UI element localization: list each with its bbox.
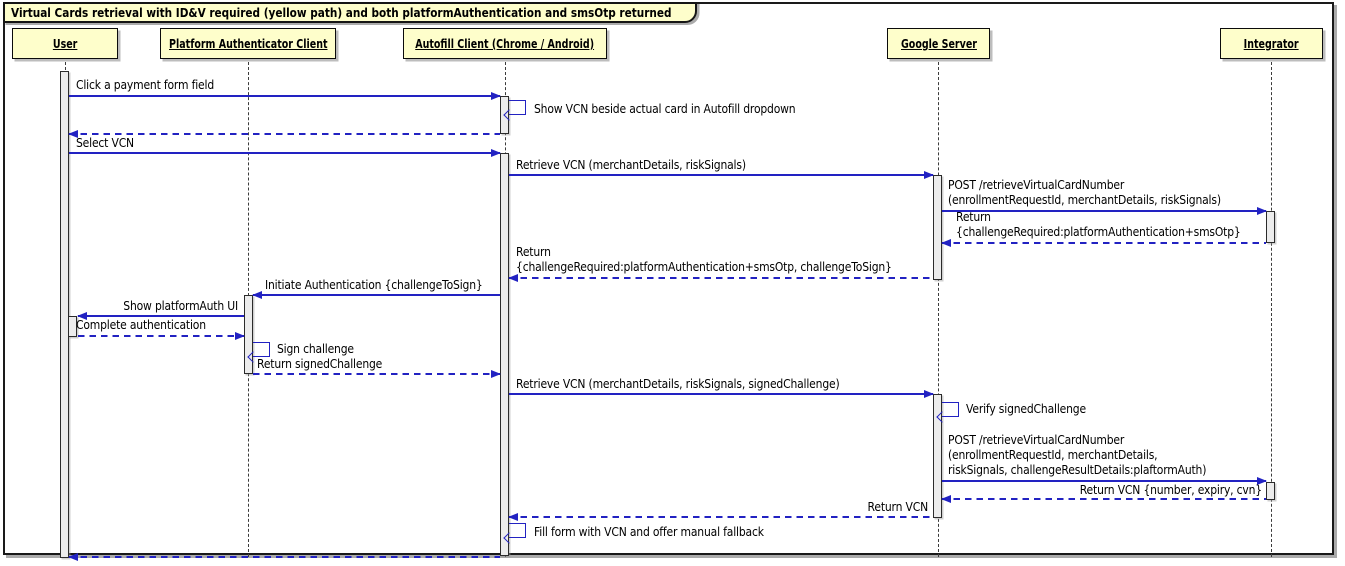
diagram-title-tab: Virtual Cards retrieval with ID&V requir…: [3, 2, 697, 23]
activation-integrator-2: [1266, 482, 1275, 500]
participant-integrator-label: Integrator: [1244, 36, 1299, 51]
arrowhead-icon: [1257, 206, 1267, 215]
self-arrow-sign-challenge-icon: [253, 342, 270, 357]
label-click-payment-field: Click a payment form field: [76, 78, 215, 92]
arrow-return-challenge-autofill: [508, 273, 933, 282]
arrow-retrieve-vcn-1: [509, 170, 934, 179]
arrowhead-icon: [252, 290, 262, 299]
label-return-challenge-integrator: Return {challengeRequired:platformAuthen…: [956, 210, 1241, 239]
label-retrieve-vcn-1: Retrieve VCN (merchantDetails, riskSigna…: [516, 158, 746, 172]
arrow-return-vcn-details: [941, 494, 1266, 503]
label-initiate-authentication: Initiate Authentication {challengeToSign…: [265, 278, 483, 292]
label-post-retrieve-1: POST /retrieveVirtualCardNumber (enrollm…: [948, 178, 1221, 207]
arrowhead-icon: [924, 170, 934, 179]
activation-google-2: [933, 394, 942, 518]
arrow-post-retrieve-2: [942, 476, 1267, 485]
label-sign-challenge: Sign challenge: [277, 342, 354, 356]
participant-google-server-label: Google Server: [900, 36, 977, 51]
arrowhead-icon: [491, 369, 501, 378]
participant-platform-authenticator-client: Platform Authenticator Client: [160, 28, 336, 59]
arrow-return-to-user-1: [68, 129, 500, 138]
participant-platform-authenticator-client-label: Platform Authenticator Client: [168, 36, 328, 51]
arrowhead-icon: [924, 389, 934, 398]
arrow-complete-authentication: [78, 331, 245, 340]
arrow-retrieve-vcn-2: [509, 389, 934, 398]
label-retrieve-vcn-2: Retrieve VCN (merchantDetails, riskSigna…: [516, 377, 840, 391]
label-return-vcn: Return VCN: [867, 500, 929, 514]
arrow-return-vcn: [508, 512, 933, 521]
label-select-vcn: Select VCN: [76, 136, 134, 150]
arrow-initiate-authentication: [252, 290, 500, 299]
label-return-challenge-autofill: Return {challengeRequired:platformAuthen…: [516, 245, 892, 274]
arrowhead-icon: [508, 273, 518, 282]
label-return-signed-challenge: Return signedChallenge: [257, 357, 383, 371]
self-arrow-fill-form-icon: [509, 523, 526, 538]
arrowhead-icon: [491, 148, 501, 157]
arrowhead-icon: [491, 91, 501, 100]
activation-google-1: [933, 175, 942, 280]
arrow-return-signed-challenge: [253, 369, 501, 378]
activation-user-nested: [68, 316, 77, 337]
label-verify-signed-challenge: Verify signedChallenge: [966, 402, 1086, 416]
participant-user: User: [12, 28, 118, 59]
label-return-vcn-details: Return VCN {number, expiry, cvn}: [1079, 483, 1262, 497]
arrow-return-challenge-integrator: [941, 238, 1266, 247]
participant-google-server: Google Server: [887, 28, 990, 59]
self-arrow-verify-signed-challenge-icon: [942, 402, 959, 417]
arrow-show-platform-auth-ui: [77, 311, 244, 320]
participant-integrator: Integrator: [1220, 28, 1323, 59]
arrowhead-icon: [235, 331, 245, 340]
label-show-vcn-dropdown: Show VCN beside actual card in Autofill …: [534, 102, 796, 116]
activation-autofill-2: [500, 153, 509, 556]
label-fill-form: Fill form with VCN and offer manual fall…: [534, 525, 764, 539]
lifeline-integrator: [1271, 62, 1272, 557]
arrow-select-vcn: [69, 148, 501, 157]
self-arrow-show-vcn-icon: [509, 100, 526, 115]
arrowhead-icon: [941, 238, 951, 247]
label-show-platform-auth-ui: Show platformAuth UI: [123, 299, 238, 313]
participant-autofill-client-label: Autofill Client (Chrome / Android): [415, 36, 595, 51]
arrowhead-icon: [68, 129, 78, 138]
activation-integrator-1: [1266, 211, 1275, 243]
arrow-post-retrieve-1: [942, 206, 1267, 215]
arrow-click-payment-field: [69, 91, 501, 100]
arrowhead-icon: [68, 552, 78, 561]
arrowhead-icon: [941, 494, 951, 503]
arrowhead-icon: [508, 512, 518, 521]
arrowhead-icon: [1257, 476, 1267, 485]
activation-user-main: [60, 71, 69, 558]
label-complete-authentication: Complete authentication: [76, 318, 206, 332]
lifeline-google-server: [938, 62, 939, 557]
diagram-title: Virtual Cards retrieval with ID&V requir…: [11, 5, 672, 20]
participant-autofill-client: Autofill Client (Chrome / Android): [403, 28, 607, 59]
arrowhead-icon: [77, 311, 87, 320]
arrow-return-to-user-final: [68, 552, 500, 561]
participant-user-label: User: [52, 36, 78, 51]
label-post-retrieve-2: POST /retrieveVirtualCardNumber (enrollm…: [948, 433, 1207, 477]
